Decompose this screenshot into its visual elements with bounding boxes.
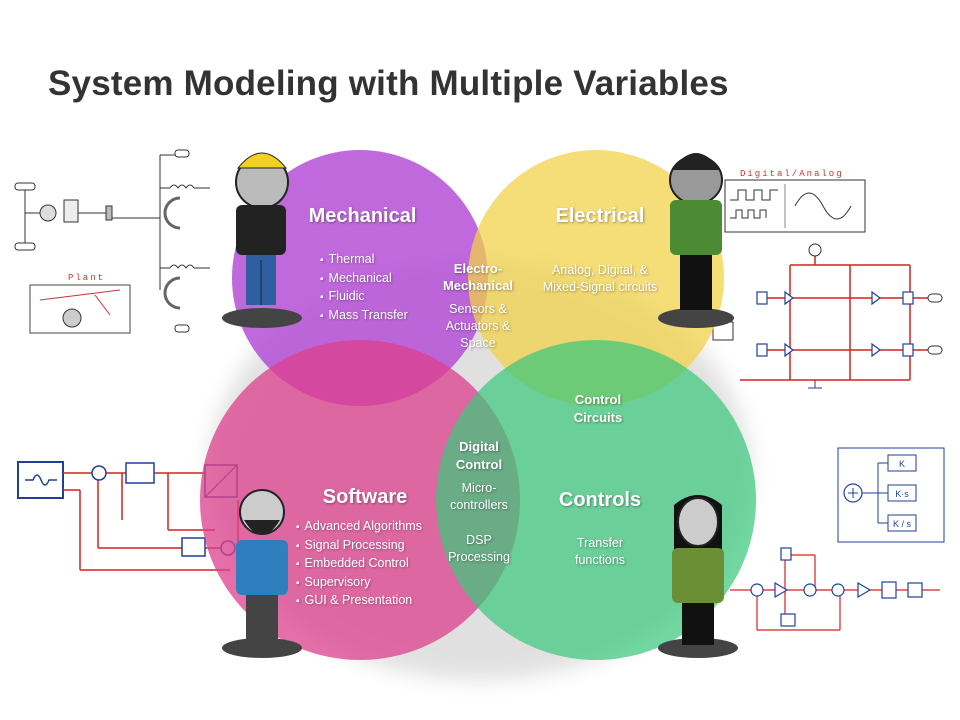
electrical-line-2: Mixed-Signal circuits: [542, 280, 658, 294]
mechanical-item: Mass Transfer: [320, 307, 408, 326]
mechanical-item: Fluidic: [320, 288, 408, 307]
electro-mechanical-line-3: Space: [460, 336, 496, 350]
software-list: Advanced Algorithms Signal Processing Em…: [296, 518, 422, 611]
electrical-line-1: Analog, Digital, &: [552, 263, 648, 277]
engineer-hardhat-figure: [222, 152, 302, 328]
controls-line-2: functions: [574, 553, 626, 567]
mechanical-item: Mechanical: [320, 270, 408, 289]
software-engineer-figure: [222, 489, 302, 658]
electrical-schematic: [712, 179, 943, 389]
mechanical-heading: Mechanical: [308, 205, 417, 227]
control-circuits-line-1: Control: [574, 392, 622, 407]
controls-line-1: Transfer: [576, 536, 624, 550]
digital-control-heading-1: Digital: [459, 439, 499, 454]
plant-label: Plant: [68, 273, 105, 283]
controls-engineer-figure: [658, 495, 738, 658]
electrical-circle: [468, 150, 724, 406]
mechanical-list: Thermal Mechanical Fluidic Mass Transfer: [320, 251, 408, 325]
electro-mechanical-line-1: Sensors &: [449, 302, 507, 316]
electro-mechanical-line-2: Actuators &: [445, 319, 511, 333]
controls-heading: Controls: [558, 489, 642, 511]
electro-mechanical-heading-2: Mechanical: [442, 278, 514, 293]
software-item: GUI & Presentation: [296, 592, 422, 611]
gain-k-over-s-label: K / s: [893, 519, 912, 529]
software-item: Signal Processing: [296, 537, 422, 556]
controls-block-diagram: [730, 447, 945, 631]
gain-k-label: K: [899, 459, 905, 469]
electrical-heading: Electrical: [555, 205, 645, 227]
software-item: Supervisory: [296, 574, 422, 593]
digital-control-heading-2: Control: [455, 457, 503, 472]
slide-title: System Modeling with Multiple Variables: [48, 64, 729, 103]
software-item: Advanced Algorithms: [296, 518, 422, 537]
digital-control-line-4: Processing: [448, 550, 510, 564]
control-circuits-line-2: Circuits: [573, 410, 623, 425]
software-heading: Software: [322, 486, 408, 508]
electrical-engineer-figure: [658, 153, 734, 328]
gain-ks-label: K·s: [895, 489, 909, 499]
mechanical-schematic: [14, 149, 210, 334]
digital-control-line-3: DSP: [466, 533, 492, 547]
digital-control-line-2: controllers: [450, 498, 508, 512]
electro-mechanical-heading-1: Electro-: [453, 261, 503, 276]
digital-analog-label: Digital/Analog: [740, 169, 844, 179]
digital-control-line-1: Micro-: [461, 481, 497, 495]
mechanical-item: Thermal: [320, 251, 408, 270]
software-item: Embedded Control: [296, 555, 422, 574]
